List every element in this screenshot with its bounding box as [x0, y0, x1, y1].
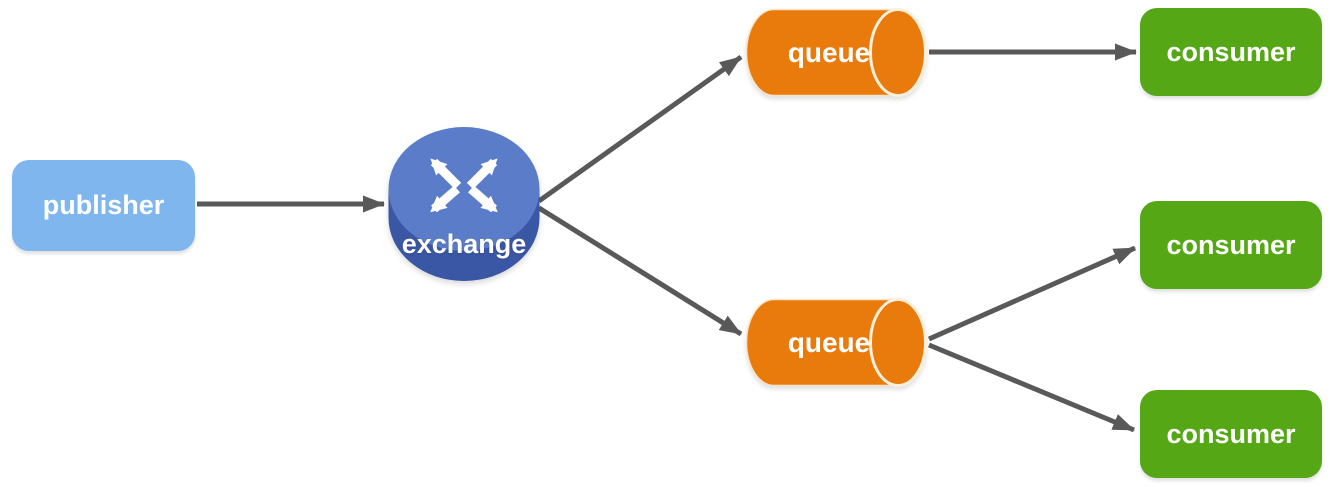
exchange-cylinder-top [388, 127, 540, 251]
arrow-queue-bottom-to-consumer-bottom [928, 342, 1135, 433]
queue-bottom-node: queue [745, 298, 927, 387]
arrow-queue-bottom-to-consumer-middle [927, 245, 1137, 342]
router-crossed-arrows-icon [388, 127, 540, 281]
publisher-label: publisher [42, 190, 165, 220]
exchange-label: exchange [401, 229, 527, 259]
queue-top-node: queue [745, 8, 927, 97]
arrow-exchange-to-queue-bottom [537, 205, 743, 337]
glyph-arrow-down-right [468, 185, 498, 213]
consumer-bottom-node: consumer [1140, 390, 1322, 478]
exchange-glyph-arrows [430, 158, 498, 213]
queue-cylinder-icon [745, 8, 927, 97]
consumer-middle-node: consumer [1140, 201, 1322, 289]
exchange-node: exchange [388, 125, 540, 282]
consumer-middle-label: consumer [1166, 229, 1296, 260]
publisher-node: publisher [12, 160, 195, 251]
consumer-top-label: consumer [1166, 36, 1296, 67]
queue-cap [869, 8, 927, 97]
glyph-arrow-up-left [430, 158, 462, 190]
consumer-top-node: consumer [1140, 8, 1322, 96]
queue-cap [869, 298, 927, 387]
glyph-arrow-down-left [430, 185, 460, 213]
queue-top-label: queue [787, 36, 871, 68]
glyph-arrow-up-right [466, 158, 498, 190]
arrow-exchange-to-queue-top [537, 54, 743, 204]
consumer-bottom-label: consumer [1166, 418, 1296, 449]
queue-bottom-label: queue [787, 326, 871, 358]
queue-cylinder-icon [745, 298, 927, 387]
